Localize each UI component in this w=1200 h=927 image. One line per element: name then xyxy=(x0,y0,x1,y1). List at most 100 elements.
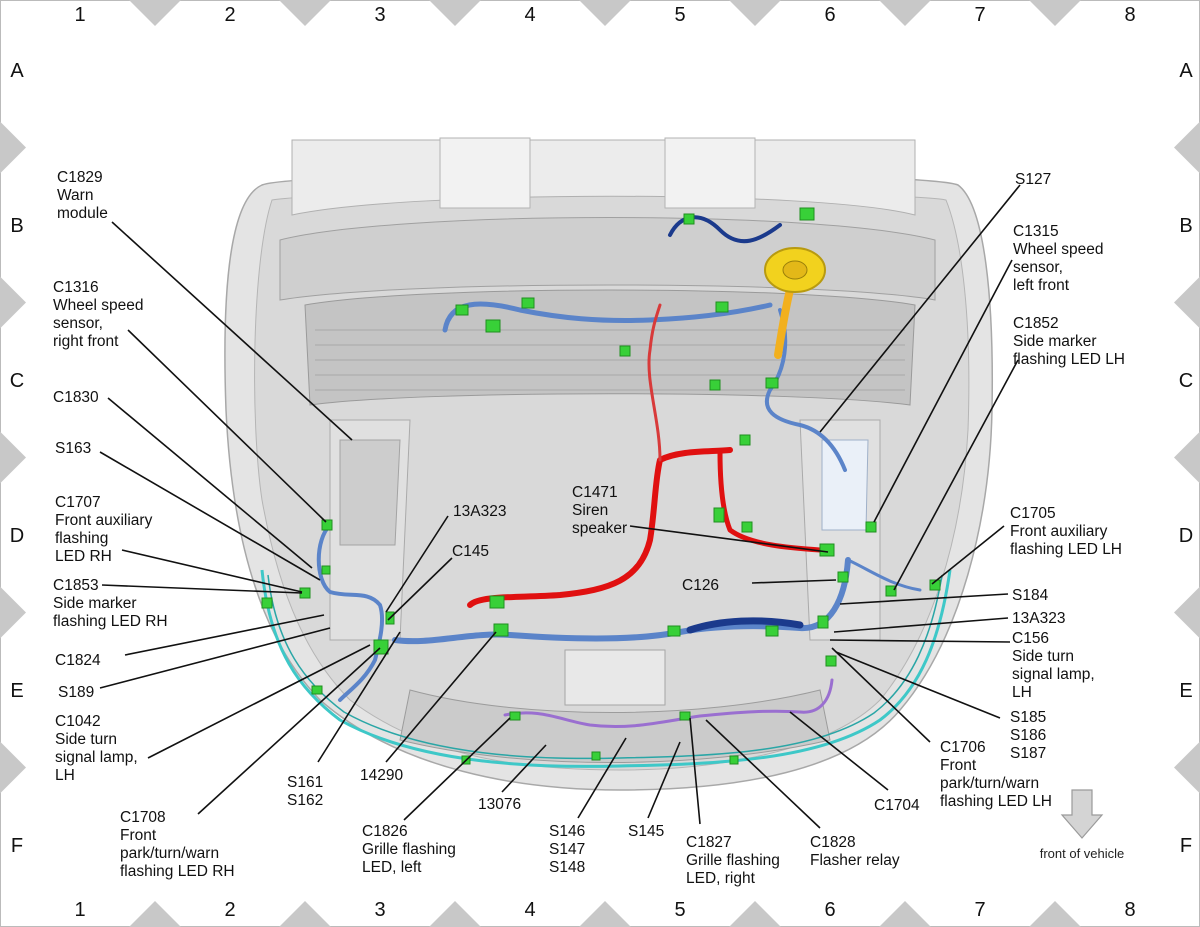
callout-line: C1829 xyxy=(57,169,103,186)
callout-line: module xyxy=(57,205,108,222)
grid-row-left: E xyxy=(10,680,23,702)
callout-line: C156 xyxy=(1012,630,1049,647)
callout-c126: C126 xyxy=(682,577,719,594)
grid-marker-bottom xyxy=(279,901,331,927)
callout-line: left front xyxy=(1013,277,1070,294)
grid-marker-right xyxy=(1174,741,1200,794)
grid-marker-right xyxy=(1174,586,1200,639)
callout-line: Side turn xyxy=(55,731,117,748)
radiator-core xyxy=(304,289,916,406)
grid-marker-top xyxy=(279,0,331,26)
callout-s189: S189 xyxy=(58,684,94,701)
box-right xyxy=(821,439,869,531)
grid-column-top: 7 xyxy=(974,4,985,26)
callout-line: flashing LED LH xyxy=(1010,541,1122,558)
grid-marker-bottom xyxy=(579,901,631,927)
callout-line: C1853 xyxy=(53,577,99,594)
harnesses xyxy=(316,215,922,729)
grid-column-top: 4 xyxy=(524,4,535,26)
callout-line: Front xyxy=(120,827,157,844)
callout-line: S162 xyxy=(287,792,323,809)
callout-line: LED RH xyxy=(55,548,112,565)
callout-line: LED, right xyxy=(686,870,756,887)
callout-line: 13A323 xyxy=(453,503,506,520)
callout-line: C1824 xyxy=(55,652,101,669)
grid-marker-top xyxy=(129,0,181,26)
siren-speaker-cone xyxy=(782,260,808,280)
callout-line: C126 xyxy=(682,577,719,594)
callout-line: S186 xyxy=(1010,727,1046,744)
grid-column-top: 3 xyxy=(374,4,385,26)
grid-marker-left xyxy=(0,276,26,329)
callout-line: sensor, xyxy=(1013,259,1063,276)
siren-harness xyxy=(467,447,733,608)
grid-marker-top xyxy=(879,0,931,26)
grid-column-top: 6 xyxy=(824,4,835,26)
callout-line: flashing LED LH xyxy=(1013,351,1125,368)
connectors xyxy=(261,207,941,765)
grid-marker-bottom xyxy=(729,901,781,927)
callout-n14290: 14290 xyxy=(360,767,403,784)
callout-c145: C145 xyxy=(452,543,489,560)
callout-line: S146 xyxy=(549,823,585,840)
grid-column-bottom: 2 xyxy=(224,899,235,921)
front-of-vehicle-label: front of vehicle xyxy=(1040,846,1125,861)
grid-column-bottom: 7 xyxy=(974,899,985,921)
grid-row-right: F xyxy=(1180,835,1192,857)
callout-line: Side marker xyxy=(1013,333,1097,350)
callout-line: Front auxiliary xyxy=(55,512,153,529)
callout-line: 13A323 xyxy=(1012,610,1065,627)
callout-line: C1471 xyxy=(572,484,618,501)
callout-line: Side turn xyxy=(1012,648,1074,665)
callout-line: C1704 xyxy=(874,797,920,814)
grid-marker-top xyxy=(1029,0,1081,26)
grid-row-left: A xyxy=(10,60,24,82)
grid-column-top: 1 xyxy=(74,4,85,26)
grid-row-right: C xyxy=(1179,370,1193,392)
callout-s184: S184 xyxy=(1012,587,1049,604)
callout-s163: S163 xyxy=(55,440,91,457)
components xyxy=(261,207,941,765)
callout-s127: S127 xyxy=(1015,171,1051,188)
grid-column-bottom: 4 xyxy=(524,899,535,921)
callout-line: Warn xyxy=(57,187,93,204)
grid-marker-right xyxy=(1174,121,1200,174)
leader-lines xyxy=(99,184,1021,829)
grid-column-top: 2 xyxy=(224,4,235,26)
grid-marker-bottom xyxy=(879,901,931,927)
grid-marker-bottom xyxy=(1029,901,1081,927)
grid-marker-left xyxy=(0,741,26,794)
grid-marker-top xyxy=(579,0,631,26)
shield-left xyxy=(339,439,401,546)
grid-marker-top xyxy=(729,0,781,26)
callout-line: S147 xyxy=(549,841,585,858)
grid-marker-right xyxy=(1174,276,1200,329)
grid-row-left: D xyxy=(10,525,24,547)
callout-line: Wheel speed xyxy=(1013,241,1103,258)
grid-marker-left xyxy=(0,431,26,484)
center-bracket xyxy=(564,649,666,706)
callout-line: C1042 xyxy=(55,713,101,730)
callout-line: C1315 xyxy=(1013,223,1059,240)
callout-line: Wheel speed xyxy=(53,297,143,314)
grid-row-left: F xyxy=(11,835,23,857)
grid-row-right: D xyxy=(1179,525,1193,547)
callout-line: park/turn/warn xyxy=(940,775,1039,792)
callout-line: LH xyxy=(55,767,75,784)
callout-n13076: 13076 xyxy=(478,796,521,813)
